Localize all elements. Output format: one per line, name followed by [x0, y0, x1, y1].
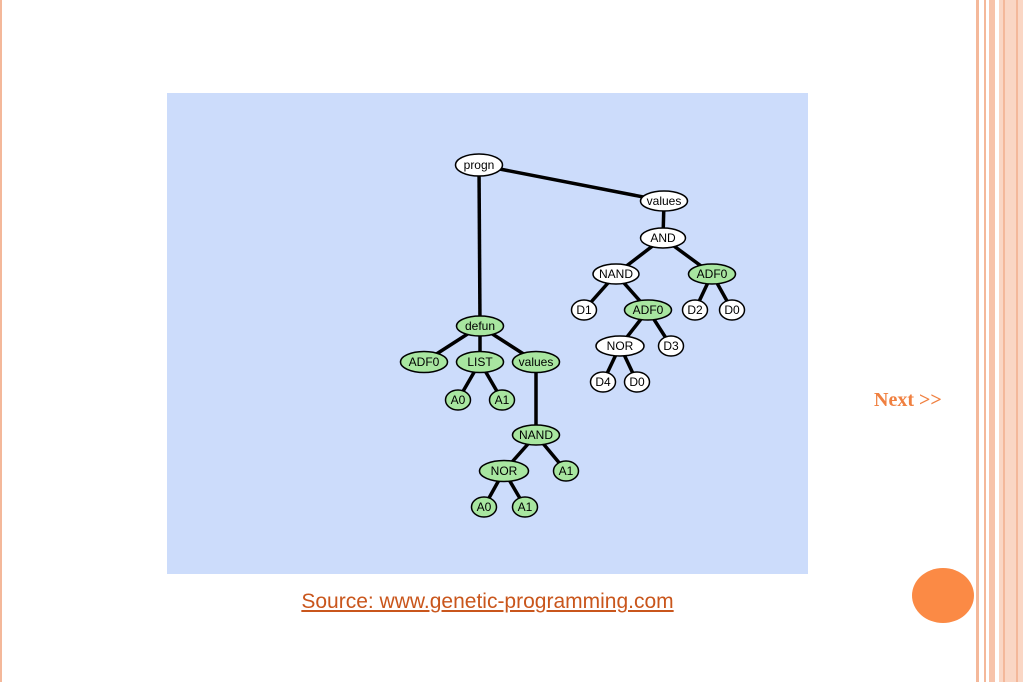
- tree-node-label: values: [647, 194, 682, 208]
- tree-node-label: D1: [576, 303, 592, 317]
- tree-edges: [423, 163, 734, 508]
- tree-node-nor_adf: NOR: [478, 459, 530, 483]
- tree-node-and: AND: [639, 227, 687, 249]
- tree-node-adf0_r2: ADF0: [623, 299, 673, 321]
- tree-node-ellipse: [592, 263, 640, 285]
- tree-node-ellipse: [623, 371, 651, 393]
- tree-node-d2: D2: [681, 299, 709, 321]
- tree-node-d4: D4: [589, 371, 617, 393]
- tree-node-ellipse: [454, 153, 504, 177]
- tree-node-list: LIST: [455, 350, 505, 374]
- tree-node-ellipse: [570, 299, 598, 321]
- tree-node-nand_r: NAND: [592, 263, 640, 285]
- tree-node-a1_arg: A1: [488, 389, 516, 411]
- tree-node-label: NOR: [607, 339, 634, 353]
- tree-node-a0_arg: A0: [444, 389, 472, 411]
- tree-node-label: ADF0: [697, 267, 728, 281]
- tree-node-ellipse: [657, 335, 685, 357]
- tree-node-label: D2: [687, 303, 703, 317]
- tree-node-label: progn: [464, 158, 495, 172]
- tree-node-ellipse: [511, 496, 539, 518]
- tree-node-a1_nand: A1: [552, 460, 580, 482]
- tree-node-label: D0: [724, 303, 740, 317]
- tree-node-label: A0: [451, 393, 466, 407]
- tree-node-ellipse: [488, 389, 516, 411]
- right-decorative-stripes: [976, 0, 1023, 682]
- tree-edge-progn-defun: [477, 164, 482, 327]
- tree-node-nand_adf: NAND: [511, 424, 561, 446]
- tree-node-ellipse: [639, 227, 687, 249]
- tree-node-values_adf: values: [511, 350, 561, 374]
- tree-node-d3: D3: [657, 335, 685, 357]
- tree-node-ellipse: [718, 299, 746, 321]
- tree-node-label: D3: [663, 339, 679, 353]
- tree-node-a1_nor: A1: [511, 496, 539, 518]
- tree-node-label: A1: [518, 500, 533, 514]
- tree-node-ellipse: [455, 315, 505, 337]
- source-link[interactable]: Source: www.genetic-programming.com: [301, 590, 674, 613]
- tree-node-label: A1: [559, 464, 574, 478]
- tree-node-label: ADF0: [409, 355, 440, 369]
- next-button[interactable]: Next >>: [874, 389, 942, 411]
- tree-node-ellipse: [639, 190, 689, 212]
- tree-node-ellipse: [595, 335, 645, 357]
- tree-node-ellipse: [444, 389, 472, 411]
- tree-node-defun: defun: [455, 315, 505, 337]
- tree-node-label: LIST: [467, 355, 493, 369]
- tree-edge-progn-values_main: [478, 163, 665, 203]
- tree-node-ellipse: [399, 350, 449, 374]
- tree-node-label: D4: [595, 375, 611, 389]
- tree-node-ellipse: [511, 424, 561, 446]
- left-border-rule: [0, 0, 2, 682]
- tree-node-ellipse: [455, 350, 505, 374]
- tree-node-ellipse: [511, 350, 561, 374]
- tree-node-a0_nor: A0: [470, 496, 498, 518]
- tree-node-adf0_name: ADF0: [399, 350, 449, 374]
- tree-node-label: D0: [629, 375, 645, 389]
- tree-node-ellipse: [470, 496, 498, 518]
- tree-node-label: AND: [650, 231, 676, 245]
- tree-node-label: A1: [495, 393, 510, 407]
- tree-node-label: defun: [465, 319, 495, 333]
- tree-node-ellipse: [478, 459, 530, 483]
- tree-node-ellipse: [623, 299, 673, 321]
- tree-node-label: A0: [477, 500, 492, 514]
- navigation-circle-button[interactable]: [912, 568, 974, 623]
- tree-node-label: NOR: [491, 464, 518, 478]
- tree-node-d1: D1: [570, 299, 598, 321]
- tree-node-label: NAND: [599, 267, 633, 281]
- tree-node-d0_a: D0: [718, 299, 746, 321]
- tree-node-adf0_r1: ADF0: [687, 263, 737, 285]
- tree-node-ellipse: [552, 460, 580, 482]
- tree-node-label: values: [519, 355, 554, 369]
- tree-node-values_main: values: [639, 190, 689, 212]
- tree-node-d0_b: D0: [623, 371, 651, 393]
- tree-node-ellipse: [681, 299, 709, 321]
- tree-node-nor_r: NOR: [595, 335, 645, 357]
- tree-node-ellipse: [589, 371, 617, 393]
- tree-node-label: NAND: [519, 428, 553, 442]
- tree-node-label: ADF0: [633, 303, 664, 317]
- tree-node-ellipse: [687, 263, 737, 285]
- tree-node-progn: progn: [454, 153, 504, 177]
